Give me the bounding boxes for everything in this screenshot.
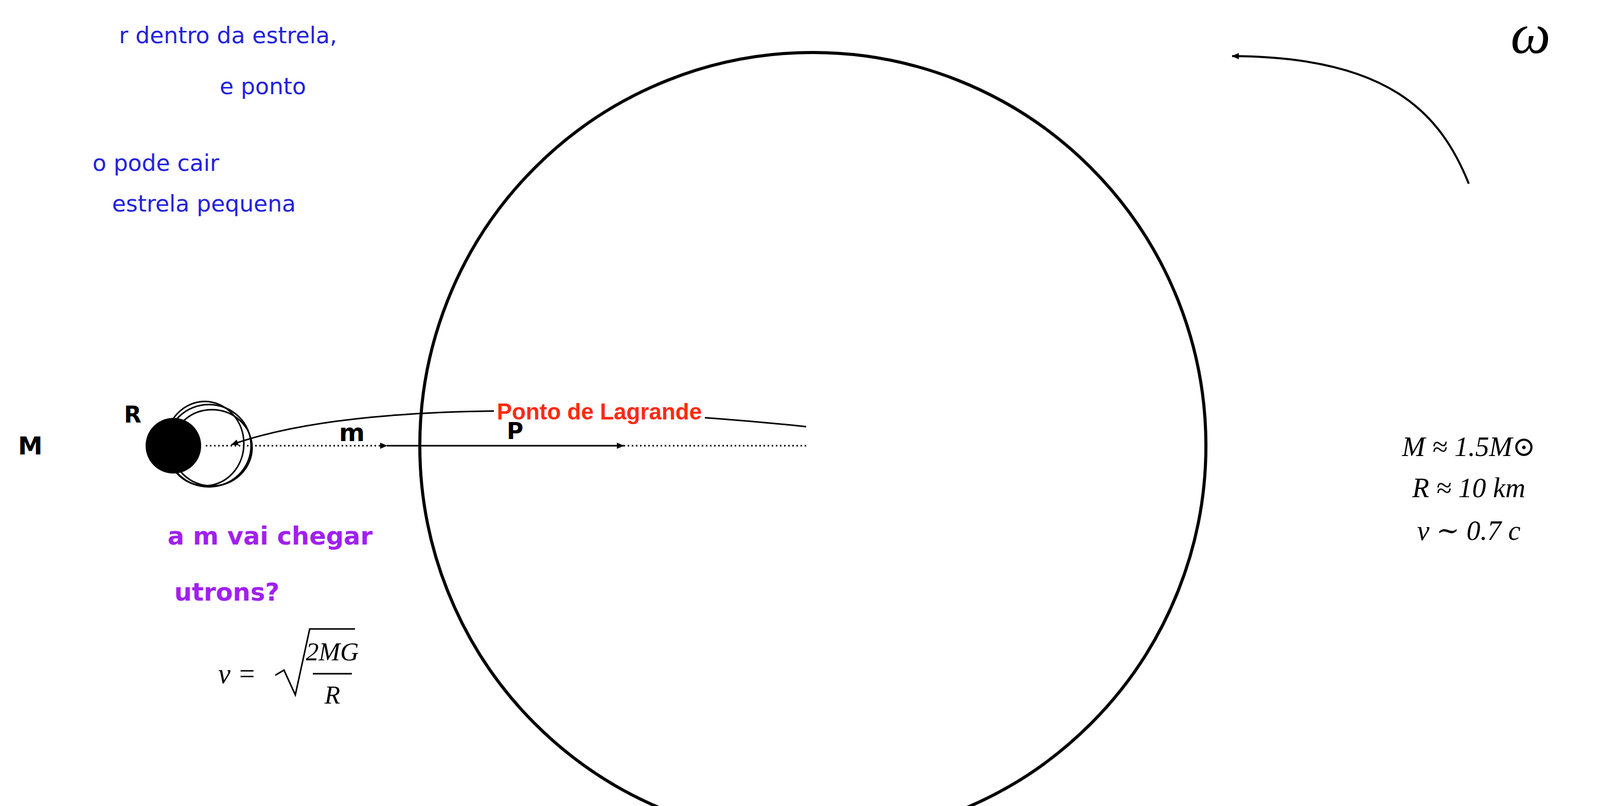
orbit-ring bbox=[171, 409, 253, 486]
formula-text: 2MG bbox=[306, 638, 360, 665]
question-text: utrons? bbox=[174, 579, 280, 604]
distance-arrow bbox=[386, 445, 624, 447]
note-text: e ponto bbox=[219, 75, 307, 98]
lagrange-point-label: Ponto de Lagrande bbox=[493, 398, 705, 425]
orbit-ring bbox=[166, 404, 252, 487]
note-text: estrela pequena bbox=[112, 192, 296, 216]
distance-label: P bbox=[506, 419, 524, 443]
rotation-arrow bbox=[1232, 56, 1469, 184]
mass-label: m bbox=[339, 419, 365, 445]
note-text: o pode cair bbox=[92, 151, 220, 175]
mass-label: M bbox=[18, 433, 43, 458]
neutron-star bbox=[145, 417, 202, 474]
radius-label: R bbox=[123, 403, 142, 426]
axis-dotted bbox=[205, 445, 387, 447]
omega-symbol: ω bbox=[1510, 5, 1551, 63]
question-text: a m vai chegar bbox=[167, 523, 373, 548]
parameter-text: R ≈ 10 km bbox=[1412, 473, 1526, 502]
parameter-text: v ∼ 0.7 c bbox=[1416, 516, 1521, 545]
note-text: r dentro da estrela, bbox=[118, 24, 337, 47]
giant-star bbox=[419, 52, 1206, 806]
fraction-bar bbox=[312, 672, 352, 675]
parameter-text: M ≈ 1.5M⊙ bbox=[1401, 432, 1536, 461]
axis-dotted bbox=[623, 445, 807, 447]
formula-text: R bbox=[324, 681, 341, 708]
formula-text: v = bbox=[218, 659, 257, 688]
